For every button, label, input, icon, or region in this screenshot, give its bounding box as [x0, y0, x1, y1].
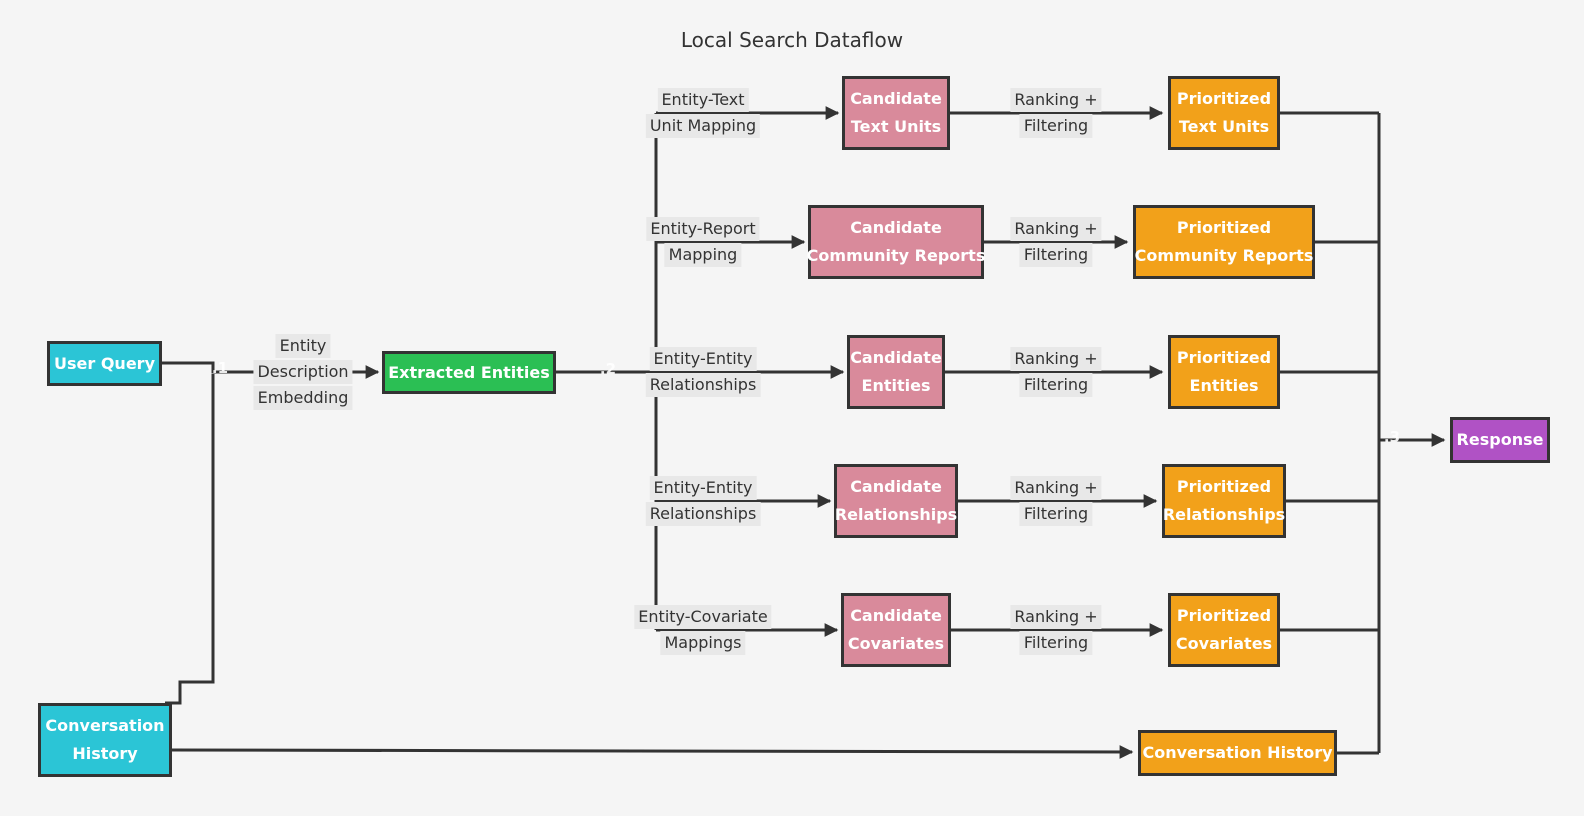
edge-label-line: Entity-Text [657, 88, 749, 112]
node-label: Prioritized [1176, 477, 1272, 496]
edge-label-ranking-filtering-1: Ranking +Filtering [1010, 88, 1102, 138]
node-label: Response [1456, 430, 1544, 449]
edge-line [171, 745, 1134, 759]
edge-label-ranking-filtering-4: Ranking +Filtering [1010, 476, 1102, 526]
edge-label-line: Entity-Entity [649, 476, 757, 500]
node-label: Text Units [850, 117, 942, 136]
edge-label-line: Unit Mapping [645, 114, 761, 138]
node-label: Conversation [45, 716, 165, 735]
edge-label-line: Ranking + [1010, 217, 1102, 241]
edge-label-line: Relationships [645, 373, 761, 397]
diagram-title: Local Search Dataflow [680, 28, 904, 52]
node-extracted-entities: Extracted Entities [382, 351, 556, 394]
node-label: Candidate [850, 348, 942, 367]
node-user-query: User Query [47, 341, 162, 386]
edge-label-line: Filtering [1019, 373, 1093, 397]
node-label: Entities [1189, 376, 1259, 395]
node-label: Text Units [1178, 117, 1270, 136]
node-label: Prioritized [1176, 348, 1272, 367]
node-label: Prioritized [1176, 89, 1272, 108]
edge-label-line: Embedding [253, 386, 353, 410]
edge-line [165, 374, 215, 705]
edge-label-ranking-filtering-2: Ranking +Filtering [1010, 217, 1102, 267]
edge-lines [162, 106, 1446, 759]
edge-label-ranking-filtering-5: Ranking +Filtering [1010, 605, 1102, 655]
node-label: Conversation History [1142, 743, 1333, 762]
edge-label-line: Mappings [660, 631, 746, 655]
edge-label-line: Entity-Report [646, 217, 760, 241]
node-label: Entities [861, 376, 931, 395]
edge-label-line: Description [253, 360, 353, 384]
node-label: History [72, 744, 138, 763]
edge-label-line: Entity-Entity [649, 347, 757, 371]
edge-label-line: Entity [275, 334, 331, 358]
edge-label-line: Filtering [1019, 114, 1093, 138]
edge-label-line: Entity-Covariate [634, 605, 772, 629]
edge-label-line: Ranking + [1010, 476, 1102, 500]
node-label: Covariates [847, 634, 945, 653]
node-conversation-history-out: Conversation History [1138, 730, 1337, 776]
node-label: Relationships [1162, 505, 1286, 524]
node-label: Candidate [850, 89, 942, 108]
node-label: User Query [54, 353, 155, 373]
edge-label-line: Filtering [1019, 502, 1093, 526]
node-label: Prioritized [1176, 218, 1272, 237]
node-label: Covariates [1175, 634, 1273, 653]
edge-label-line: Filtering [1019, 631, 1093, 655]
edge-label-line: Mapping [664, 243, 742, 267]
edge-label-line: Relationships [645, 502, 761, 526]
node-label: Prioritized [1176, 606, 1272, 625]
edge-label-line: Ranking + [1010, 605, 1102, 629]
node-label: Extracted Entities [388, 362, 550, 382]
node-label: Candidate [850, 606, 942, 625]
node-label: Candidate [850, 477, 942, 496]
edge-label-ranking-filtering-3: Ranking +Filtering [1010, 347, 1102, 397]
node-label: Community Reports [1134, 246, 1314, 265]
edge-label-line: Ranking + [1010, 347, 1102, 371]
edge-label-line: Filtering [1019, 243, 1093, 267]
node-label: Relationships [834, 505, 958, 524]
edge-label-line: Ranking + [1010, 88, 1102, 112]
node-label: Community Reports [806, 246, 986, 265]
node-response: Response [1450, 417, 1550, 463]
node-label: Candidate [850, 218, 942, 237]
